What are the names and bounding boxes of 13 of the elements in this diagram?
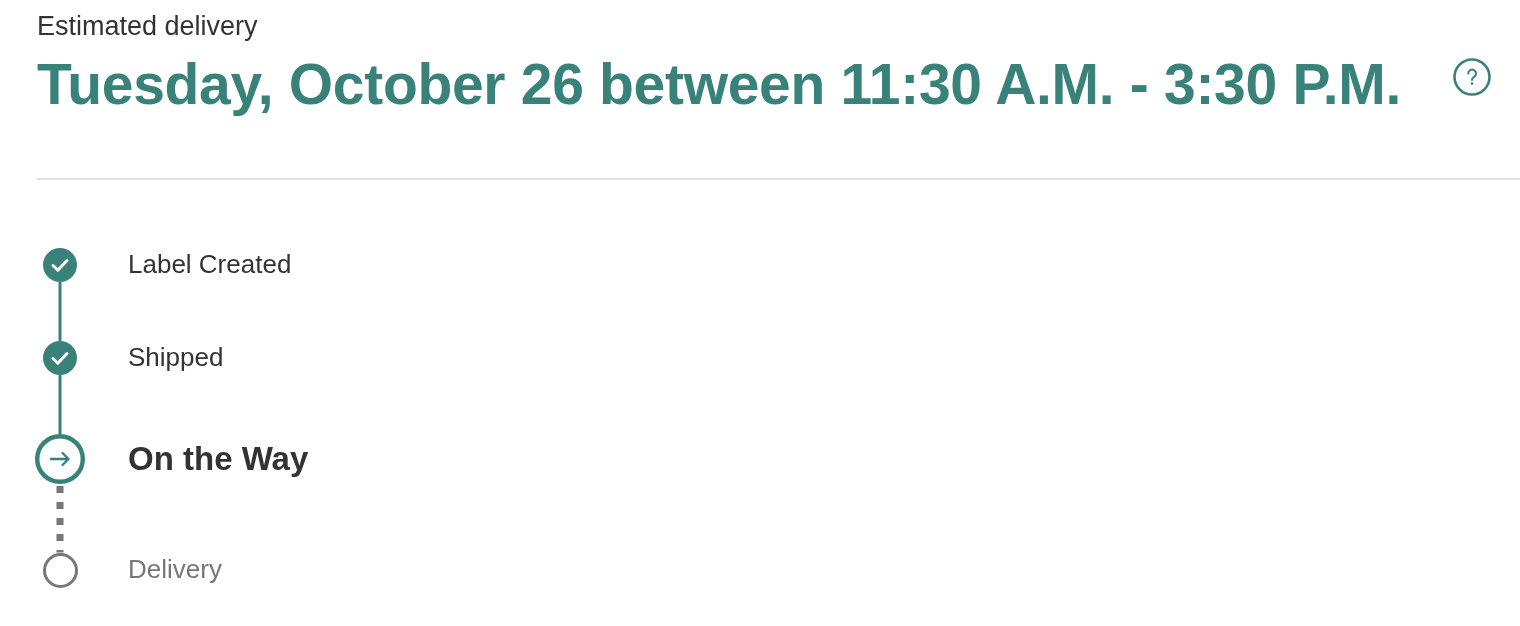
connector-line bbox=[56, 484, 64, 553]
connector-line bbox=[58, 282, 62, 341]
step-label: Delivery bbox=[128, 554, 222, 586]
check-circle-icon bbox=[43, 341, 77, 375]
check-circle-icon bbox=[43, 248, 77, 282]
arrow-circle-icon bbox=[35, 434, 85, 484]
step-label: On the Way bbox=[128, 439, 309, 479]
connector-line bbox=[58, 375, 62, 434]
section-label: Estimated delivery bbox=[37, 10, 258, 43]
ring-icon bbox=[42, 552, 78, 588]
step-label: Shipped bbox=[128, 342, 224, 374]
step-label: Label Created bbox=[128, 249, 292, 281]
delivery-window-heading: Tuesday, October 26 between 11:30 A.M. - 3:30 P.M. bbox=[37, 51, 1402, 118]
